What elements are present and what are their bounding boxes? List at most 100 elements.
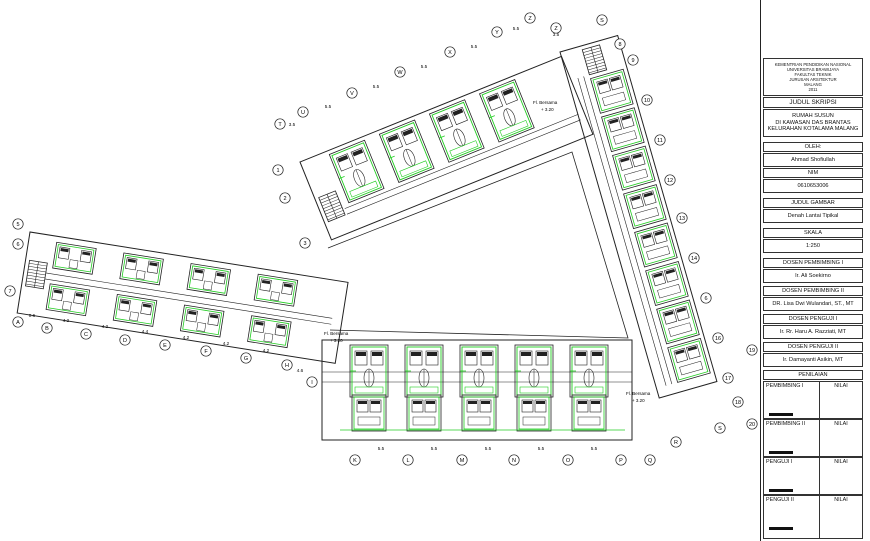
advisor2-label: DOSEN PEMBIMBING II — [763, 286, 863, 296]
assessment-score: NILAI — [834, 497, 848, 503]
signature-line — [769, 489, 793, 492]
svg-text:18: 18 — [735, 400, 741, 406]
svg-text:3: 3 — [303, 241, 306, 247]
grid-marker-o: O — [562, 454, 574, 466]
drawing-label: JUDUL GAMBAR — [763, 198, 863, 208]
grid-marker-w: W — [394, 66, 406, 78]
dimension-label: 3.5 — [289, 122, 296, 127]
author-name: Ahmad Shofiullah — [763, 153, 863, 167]
grid-marker-x: X — [444, 46, 456, 58]
examiner1-name: Ir. Rr. Haru A. Razziati, MT — [763, 325, 863, 339]
svg-text:H: H — [285, 363, 289, 369]
inner-courtyard — [327, 151, 629, 339]
dimension-label: 5.5 — [373, 84, 380, 89]
floor-plan-drawing: Fl. Bersama + 3.20 Fl. Bersama + 3.20 Fl… — [4, 12, 758, 466]
assessment-row: PENGUJI II NILAI — [763, 495, 863, 539]
svg-text:N: N — [512, 458, 516, 464]
institution-line: UNIVERSITAS BRAWIJAYA — [786, 66, 840, 72]
floor-level-left: Fl. Bersama + 3.20 — [324, 331, 349, 343]
svg-text:20: 20 — [749, 422, 755, 428]
svg-text:2: 2 — [283, 196, 286, 202]
assessment-row: PEMBIMBING II NILAI — [763, 419, 863, 457]
dimension-label: 5.5 — [485, 446, 492, 451]
grid-marker-1: 1 — [272, 164, 284, 176]
grid-marker-12: 12 — [664, 174, 676, 186]
dimension-label: 0.6 — [29, 313, 36, 318]
assessment-score: NILAI — [834, 421, 848, 427]
nim-value: 0610653006 — [763, 179, 863, 193]
signature-line — [769, 413, 793, 416]
grid-marker-q: Q — [644, 454, 656, 466]
assessment-role: PENGUJI II — [764, 496, 820, 538]
svg-text:X: X — [448, 50, 452, 56]
grid-marker-7: 7 — [4, 285, 16, 297]
dimension-label: 3.5 — [553, 32, 560, 37]
grid-marker-6: 6 — [12, 238, 24, 250]
svg-text:F: F — [204, 349, 208, 355]
svg-text:8: 8 — [618, 42, 621, 48]
grid-marker-2: 2 — [279, 192, 291, 204]
grid-marker-10: 10 — [641, 94, 653, 106]
grid-marker-3: 3 — [299, 237, 311, 249]
grid-marker-11: 11 — [654, 134, 666, 146]
grid-marker-s: S — [714, 422, 726, 434]
svg-text:R: R — [674, 440, 678, 446]
svg-text:17: 17 — [725, 376, 731, 382]
grid-marker-y: Y — [491, 26, 503, 38]
grid-marker-19: 19 — [746, 344, 758, 356]
assessment-row: PENGUJI I NILAI — [763, 457, 863, 495]
svg-text:D: D — [123, 338, 127, 344]
svg-text:I: I — [311, 380, 313, 386]
assessment-role: PEMBIMBING I — [764, 382, 820, 418]
grid-marker-d: D — [119, 334, 131, 346]
grid-marker-s: S — [596, 14, 608, 26]
right-wing — [559, 34, 718, 399]
svg-text:C: C — [84, 332, 88, 338]
assessment-score: NILAI — [834, 459, 848, 465]
svg-text:Fl. Bersama: Fl. Bersama — [626, 391, 651, 396]
dimension-label: 4.6 — [297, 368, 304, 373]
signature-line — [769, 527, 793, 530]
svg-text:V: V — [350, 91, 354, 97]
grid-marker-9: 9 — [627, 54, 639, 66]
bottom-units — [349, 344, 609, 432]
svg-text:Q: Q — [648, 458, 653, 464]
floor-level-bottom: Fl. Bersama + 3.20 — [626, 391, 651, 403]
grid-marker-c: C — [80, 328, 92, 340]
grid-marker-8: 8 — [614, 38, 626, 50]
examiner1-label: DOSEN PENGUJI I — [763, 314, 863, 324]
advisor1-label: DOSEN PEMBIMBING I — [763, 258, 863, 268]
assessment-role: PENGUJI I — [764, 458, 820, 494]
dimension-label: 5.5 — [471, 44, 478, 49]
title-block: KEMENTRIAN PENDIDIKAN NASIONAL UNIVERSIT… — [760, 0, 870, 541]
dimension-label: 4.2 — [102, 324, 109, 329]
svg-text:Fl. Bersama: Fl. Bersama — [324, 331, 349, 336]
svg-text:U: U — [301, 110, 305, 116]
svg-text:Z: Z — [554, 26, 558, 32]
grid-marker-14: 14 — [688, 252, 700, 264]
grid-marker-17: 17 — [722, 372, 734, 384]
grid-marker-f: F — [200, 345, 212, 357]
svg-text:O: O — [566, 458, 571, 464]
institution-line: 2011 — [808, 87, 818, 93]
grid-marker-b: B — [41, 322, 53, 334]
svg-text:6: 6 — [704, 296, 707, 302]
dimension-label: 5.5 — [538, 446, 545, 451]
examiner2-label: DOSEN PENGUJI II — [763, 342, 863, 352]
dimension-label: 5.5 — [325, 104, 332, 109]
grid-marker-18: 18 — [732, 396, 744, 408]
svg-text:13: 13 — [679, 216, 685, 222]
svg-text:K: K — [353, 458, 357, 464]
grid-marker-5: 5 — [12, 218, 24, 230]
svg-text:12: 12 — [667, 178, 673, 184]
institution-line: FAKULTAS TEKNIK — [794, 71, 832, 77]
svg-text:P: P — [619, 458, 623, 464]
svg-text:Z: Z — [528, 16, 532, 22]
dimension-label: 5.5 — [591, 446, 598, 451]
svg-text:Y: Y — [495, 30, 499, 36]
svg-text:L: L — [406, 458, 409, 464]
dimension-label: 5.5 — [431, 446, 438, 451]
project-heading: JUDUL SKRIPSI — [763, 97, 863, 108]
